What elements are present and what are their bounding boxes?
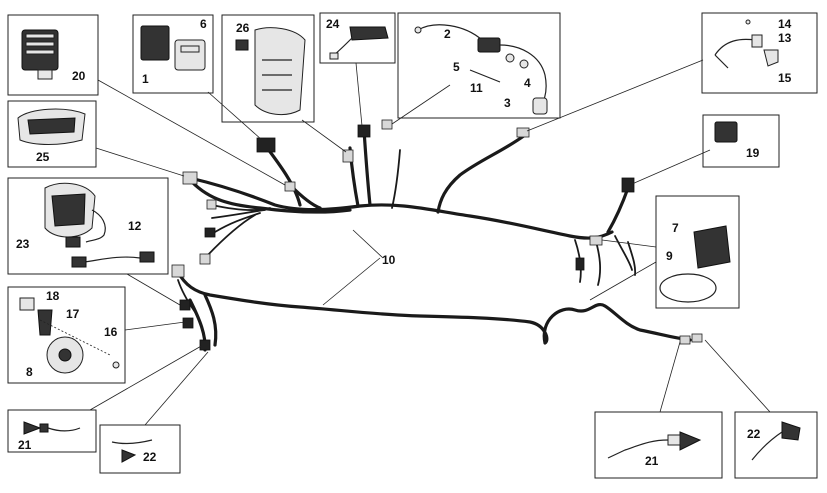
- callout-2: 2: [444, 27, 451, 41]
- relay-box: [702, 114, 780, 168]
- connector-grey-1: [199, 253, 211, 265]
- callout-12: 12: [128, 219, 142, 233]
- harness-connectors: [171, 119, 703, 351]
- callout-numbers: 1 2 3 4 5 6 7 8 9 10 11 12 13 14 15 16 1…: [16, 17, 792, 468]
- connector-coil: [516, 127, 530, 138]
- regulator-box: [7, 14, 99, 96]
- connector-grey-3: [284, 181, 296, 192]
- callout-1: 1: [142, 72, 149, 86]
- sensor-bracket-box: [701, 12, 818, 94]
- handlebar-switch-box: [221, 14, 315, 123]
- callout-21-left: 21: [18, 438, 32, 452]
- callout-25: 25: [36, 150, 50, 164]
- connector-black-1: [204, 227, 216, 238]
- connector-black-2: [575, 257, 585, 271]
- connector-switch: [357, 124, 371, 138]
- callout-4: 4: [524, 76, 531, 90]
- callout-24: 24: [326, 17, 340, 31]
- connector-grey-6: [589, 235, 603, 246]
- instrument-cluster-box: [7, 100, 97, 168]
- connector-grey-2: [206, 199, 217, 210]
- indicator-right-rear-box: [734, 411, 818, 479]
- ignition-coil-box: [397, 12, 561, 119]
- connector-black-3: [179, 299, 191, 311]
- callout-14: 14: [778, 17, 792, 31]
- license-light-box: [319, 12, 396, 64]
- callout-20: 20: [72, 69, 86, 83]
- connector-rear-1: [679, 335, 691, 345]
- battery-box: [655, 195, 740, 309]
- connector-relay: [621, 177, 635, 193]
- connector-black-5: [199, 339, 211, 351]
- connector-grey-4: [342, 149, 354, 163]
- fuse-box-part: [132, 14, 214, 94]
- connector-headlight: [171, 264, 185, 278]
- indicator-left-rear-box: [99, 424, 181, 474]
- callout-3: 3: [504, 96, 511, 110]
- indicator-right-box: [594, 411, 723, 479]
- callout-23: 23: [16, 237, 30, 251]
- callout-18: 18: [46, 289, 60, 303]
- connector-grey-5: [381, 119, 393, 130]
- callout-6: 6: [200, 17, 207, 31]
- main-wiring-harness: [176, 128, 692, 352]
- callout-8: 8: [26, 365, 33, 379]
- indicator-left-box: [7, 409, 97, 453]
- callout-16: 16: [104, 325, 118, 339]
- callout-5: 5: [453, 60, 460, 74]
- callout-7: 7: [672, 221, 679, 235]
- connector-instrument: [182, 171, 198, 185]
- callout-22-left: 22: [143, 450, 157, 464]
- leader-lines: [89, 59, 771, 426]
- callout-10: 10: [382, 253, 396, 267]
- connector-rear-2: [691, 333, 703, 343]
- headlight-box: [7, 177, 169, 275]
- callout-9: 9: [666, 249, 673, 263]
- callout-17: 17: [66, 307, 80, 321]
- callout-13: 13: [778, 31, 792, 45]
- callout-26: 26: [236, 21, 250, 35]
- connector-regulator: [256, 137, 276, 153]
- horn-box: [7, 286, 126, 384]
- callout-21-right: 21: [645, 454, 659, 468]
- callout-11: 11: [470, 81, 483, 95]
- connector-black-4: [182, 317, 194, 329]
- callout-15: 15: [778, 71, 792, 85]
- callout-19: 19: [746, 146, 760, 160]
- callout-22-right: 22: [747, 427, 761, 441]
